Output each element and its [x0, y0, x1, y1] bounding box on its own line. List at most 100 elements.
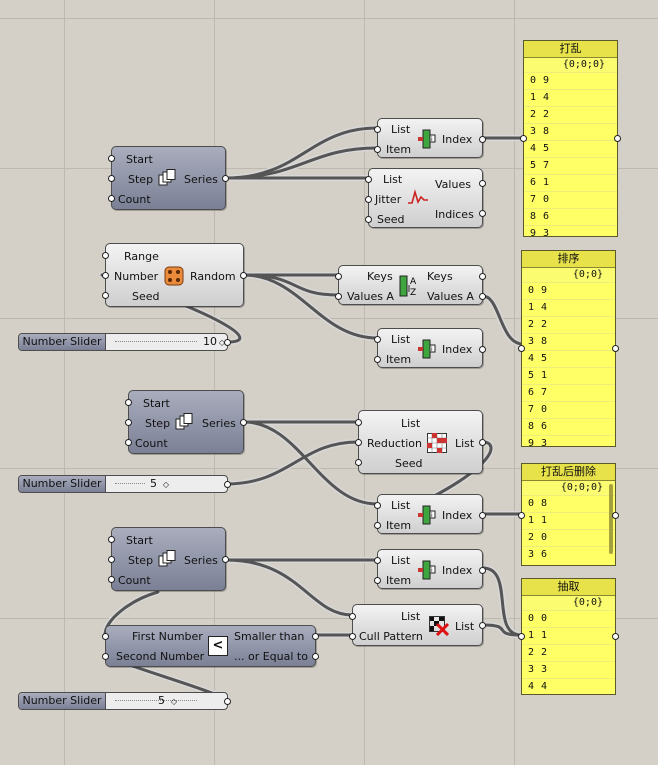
sort-list-component[interactable]: Keys Values A A Z Keys Values A [335, 265, 486, 305]
index-output-port[interactable] [479, 136, 486, 143]
keys-input-port[interactable] [335, 273, 342, 280]
series-output-port[interactable] [240, 419, 247, 426]
svg-text:i: i [431, 346, 433, 353]
or-equal-output-port[interactable] [312, 653, 319, 660]
series-component-2[interactable]: Start Step Count Series [125, 390, 247, 454]
count-label: Count [118, 193, 151, 206]
list-input-port[interactable] [374, 336, 381, 343]
values-a-output-port[interactable] [479, 293, 486, 300]
random-output-port[interactable] [240, 272, 247, 279]
number-slider-1[interactable]: Number Slider 10 ◇ [18, 333, 231, 351]
svg-text:A: A [410, 277, 417, 287]
panel-input-port[interactable] [518, 345, 525, 352]
panel-output-port[interactable] [612, 345, 619, 352]
slider-knob-icon[interactable]: ◇ [170, 697, 177, 706]
count-input-port[interactable] [125, 439, 132, 446]
slider-output-port[interactable] [224, 339, 231, 346]
values-a-output-label: Values A [427, 290, 474, 303]
list-item-component-2[interactable]: List Item i Index [374, 328, 486, 368]
number-slider-3[interactable]: Number Slider 5 ◇ [18, 692, 231, 710]
values-a-input-port[interactable] [335, 293, 342, 300]
number-label: Number [114, 270, 159, 283]
item-input-port[interactable] [374, 577, 381, 584]
compare-component[interactable]: First Number Second Number < Smaller tha… [102, 625, 319, 667]
list-item-component-4[interactable]: List Item i Index [374, 549, 486, 589]
index-output-port[interactable] [479, 512, 486, 519]
panel-output-port[interactable] [612, 512, 619, 519]
reduction-input-port[interactable] [355, 439, 362, 446]
random-reduce-component[interactable]: List Reduction Seed List [355, 410, 486, 474]
index-output-port[interactable] [479, 346, 486, 353]
list-input-port[interactable] [365, 176, 372, 183]
slider-output-port[interactable] [224, 481, 231, 488]
values-a-label: Values A [347, 290, 394, 303]
list-item-component-3[interactable]: List Item i Index [374, 494, 486, 534]
series-component-1[interactable]: Start Step Count Series [108, 146, 229, 210]
panel-output-port[interactable] [612, 633, 619, 640]
count-label: Count [118, 574, 151, 587]
series-output-port[interactable] [222, 556, 229, 563]
count-input-port[interactable] [108, 195, 115, 202]
list-input-port[interactable] [349, 613, 356, 620]
list-input-port[interactable] [374, 502, 381, 509]
svg-text:i: i [431, 136, 433, 143]
seed-input-port[interactable] [355, 459, 362, 466]
index-output-port[interactable] [479, 567, 486, 574]
less-than-icon: < [208, 636, 228, 656]
keys-output-port[interactable] [479, 273, 486, 280]
list-item-component-1[interactable]: List Item i Index [374, 118, 486, 158]
step-label: Step [128, 173, 154, 186]
item-input-port[interactable] [374, 356, 381, 363]
start-input-port[interactable] [108, 536, 115, 543]
step-input-port[interactable] [108, 556, 115, 563]
slider-output-port[interactable] [224, 698, 231, 705]
start-input-port[interactable] [108, 155, 115, 162]
number-slider-2[interactable]: Number Slider 5 ◇ [18, 475, 231, 493]
seed-input-port[interactable] [365, 216, 372, 223]
jitter-component[interactable]: List Jitter Seed Values Indices [365, 168, 486, 228]
list-output-port[interactable] [479, 622, 486, 629]
values-output-port[interactable] [479, 180, 486, 187]
slider-knob-icon[interactable]: ◇ [218, 338, 225, 347]
step-input-port[interactable] [125, 419, 132, 426]
first-number-input-port[interactable] [102, 633, 109, 640]
start-input-port[interactable] [125, 399, 132, 406]
second-number-input-port[interactable] [102, 653, 109, 660]
slider-track[interactable] [115, 483, 145, 485]
panel-input-port[interactable] [518, 633, 525, 640]
item-input-port[interactable] [374, 146, 381, 153]
indices-output-port[interactable] [479, 210, 486, 217]
series-output-port[interactable] [222, 175, 229, 182]
panel-output-port[interactable] [614, 135, 621, 142]
step-input-port[interactable] [108, 175, 115, 182]
list-input-port[interactable] [374, 126, 381, 133]
smaller-than-output-port[interactable] [312, 633, 319, 640]
list-input-port[interactable] [374, 557, 381, 564]
number-input-port[interactable] [102, 272, 109, 279]
slider-knob-icon[interactable]: ◇ [162, 480, 169, 489]
count-input-port[interactable] [108, 576, 115, 583]
panel-input-port[interactable] [520, 135, 527, 142]
random-component[interactable]: Range Number Seed Random [102, 243, 247, 307]
list-label: List [391, 123, 411, 136]
cull-pattern-input-port[interactable] [349, 633, 356, 640]
list-output-port[interactable] [479, 439, 486, 446]
cull-pattern-component[interactable]: List Cull Pattern List [349, 604, 486, 646]
index-label: Index [442, 343, 473, 356]
slider-track[interactable] [115, 341, 197, 343]
range-input-port[interactable] [102, 252, 109, 259]
panel-input-port[interactable] [518, 512, 525, 519]
seed-input-port[interactable] [102, 292, 109, 299]
item-input-port[interactable] [374, 522, 381, 529]
list-input-port[interactable] [355, 419, 362, 426]
jitter-input-port[interactable] [365, 196, 372, 203]
panel-scrollbar[interactable] [609, 484, 613, 554]
slider-track[interactable] [115, 700, 197, 702]
series-component-3[interactable]: Start Step Count Series [108, 527, 229, 591]
